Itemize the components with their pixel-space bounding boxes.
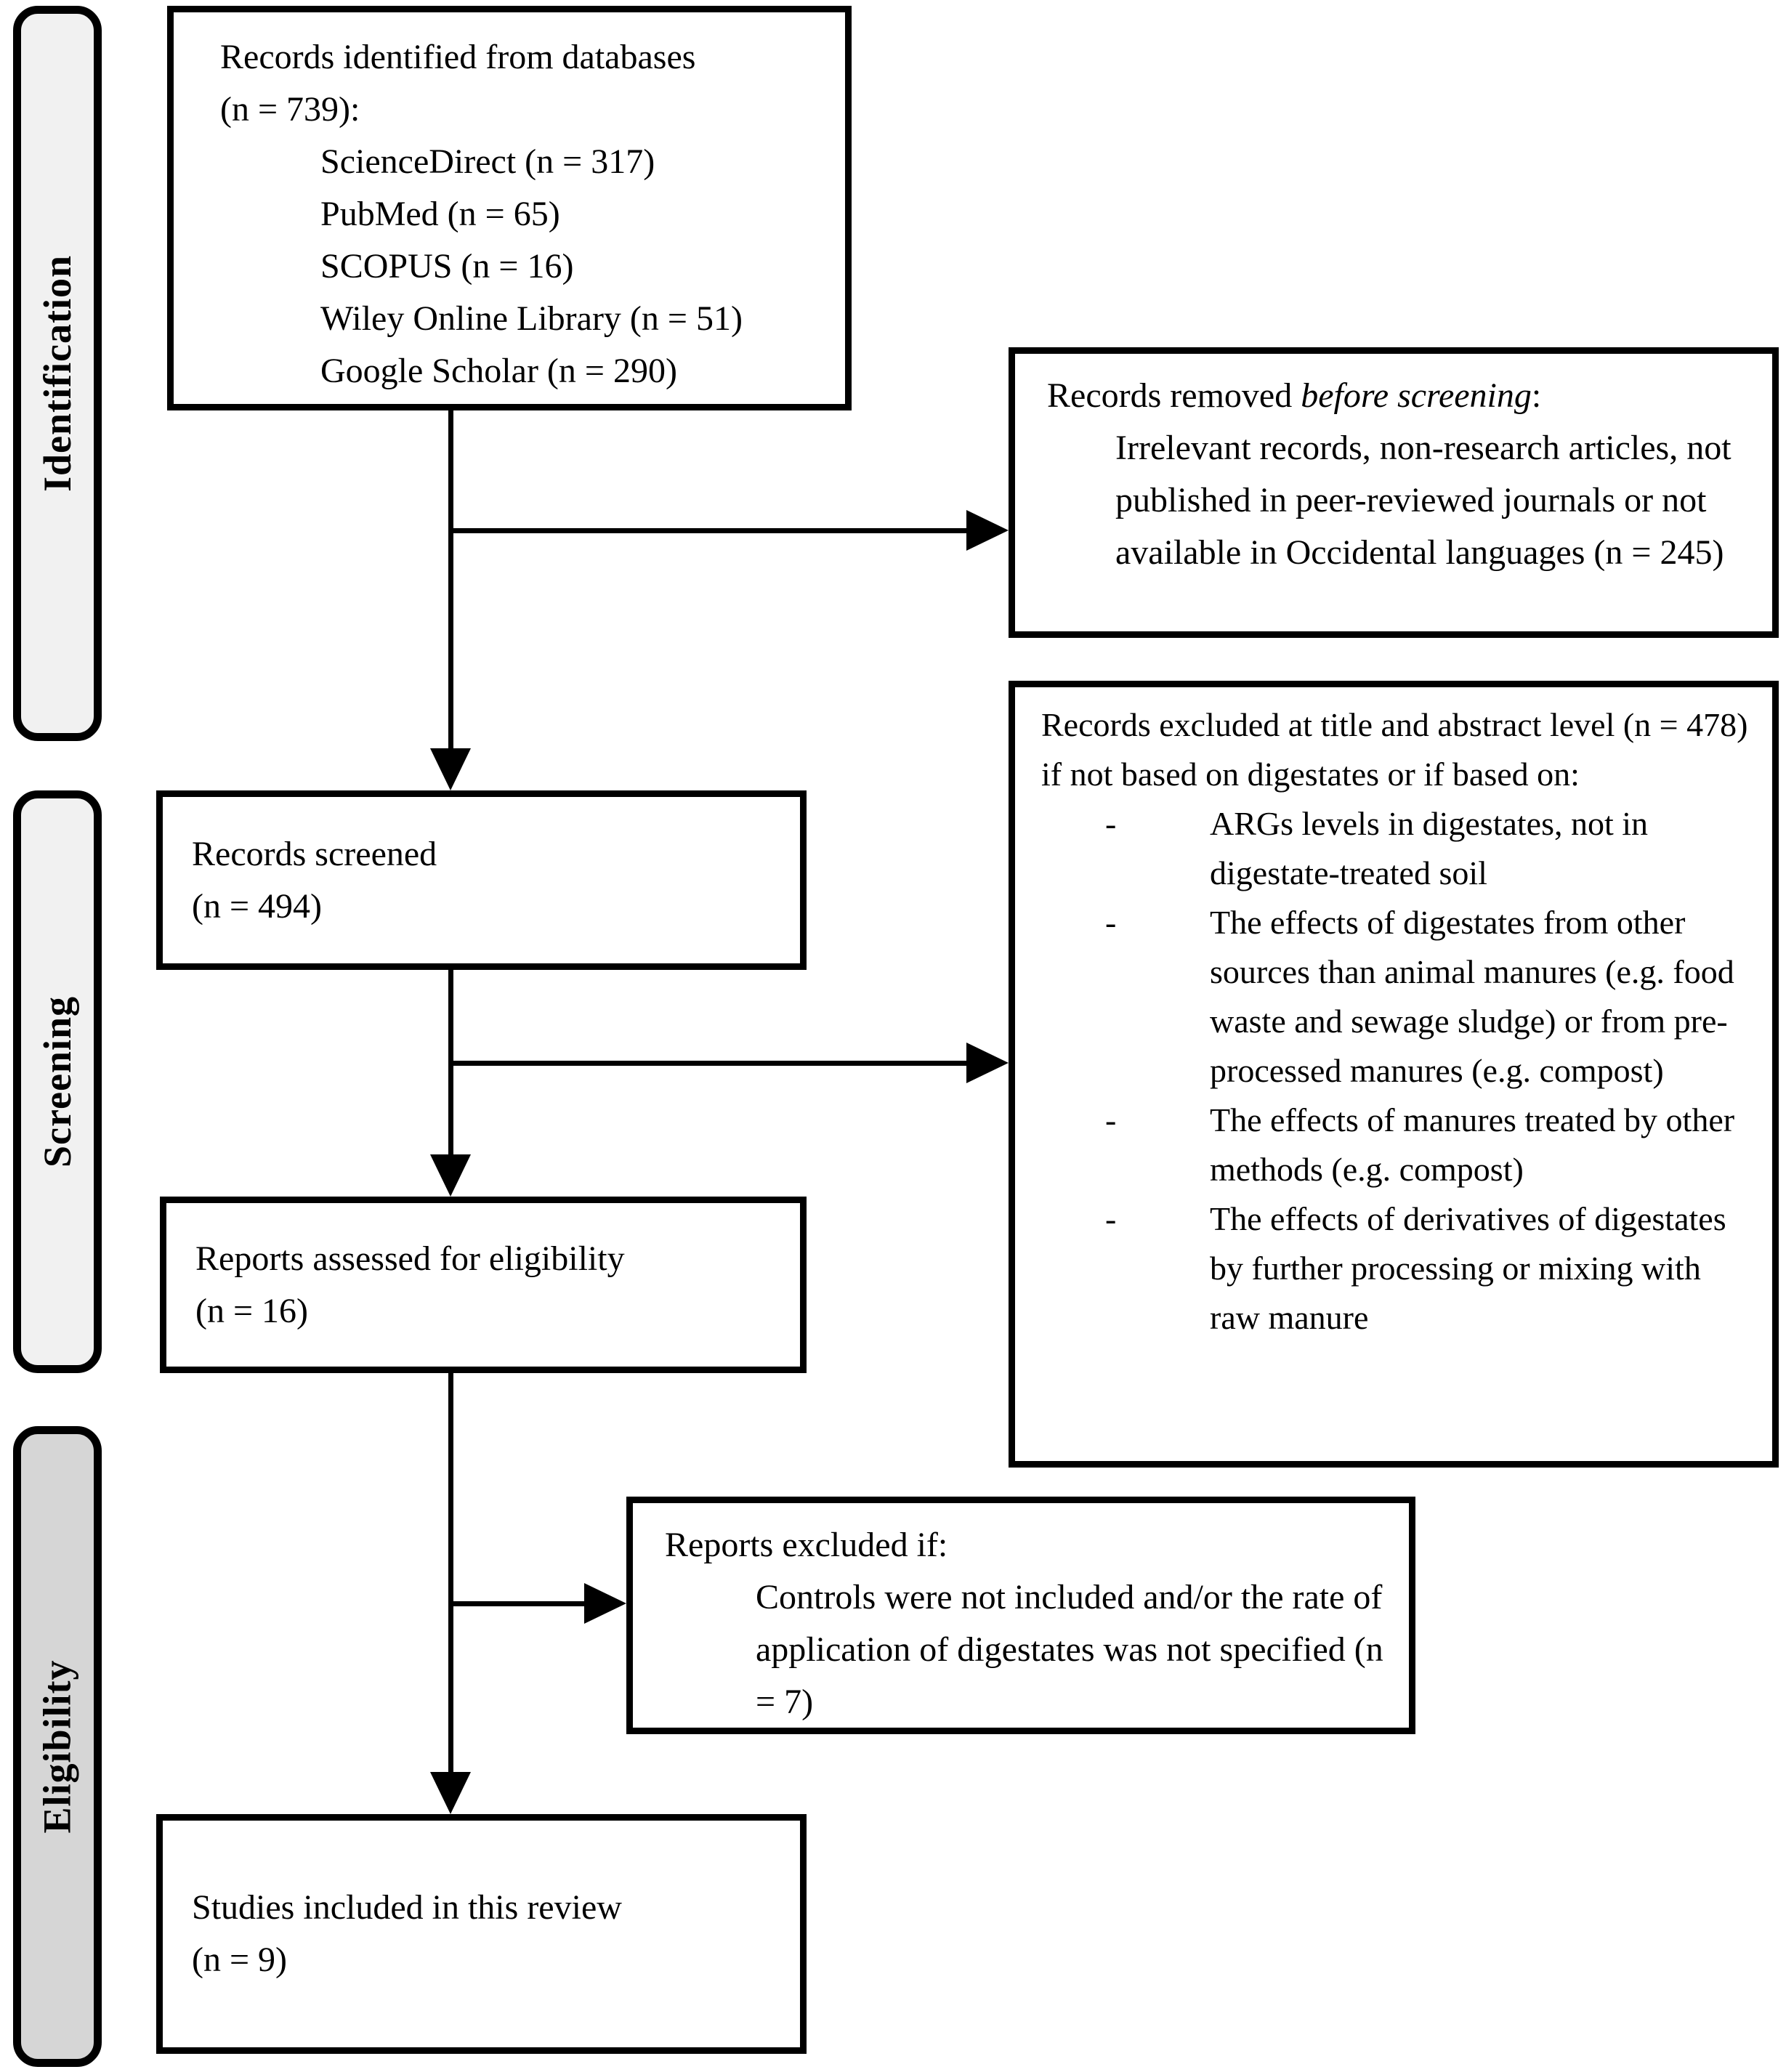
excluded-bullet-text: The effects of manures treated by other …	[1210, 1101, 1735, 1188]
studies-included-line2: (n = 9)	[192, 1941, 288, 1979]
stage-eligibility-label: Eligibility	[36, 1659, 79, 1834]
arrowhead-down-icon	[430, 1772, 471, 1814]
stage-identification: Identification	[13, 6, 102, 741]
database-item: Google Scholar (n = 290)	[320, 352, 677, 390]
reports-assessed-line2: (n = 16)	[195, 1291, 309, 1330]
stage-eligibility: Eligibility	[13, 1426, 102, 2067]
records-screened-line1: Records screened	[192, 834, 437, 873]
records-identified-title-line1: Records identified from databases	[220, 38, 696, 76]
bullet-dash: -	[1105, 904, 1117, 941]
box-records-screened: Records screened (n = 494)	[156, 790, 807, 970]
arrowhead-down-icon	[430, 748, 471, 790]
box-reports-assessed: Reports assessed for eligibility (n = 16…	[160, 1197, 807, 1373]
box-records-removed: Records removed before screening: Irrele…	[1009, 347, 1779, 638]
arrowhead-right-icon	[966, 510, 1009, 551]
connector-to-records-excluded	[450, 1061, 968, 1066]
bullet-dash: -	[1105, 1101, 1117, 1138]
arrowhead-right-icon	[966, 1043, 1009, 1083]
records-removed-title: Records removed before screening:	[1047, 370, 1753, 422]
records-removed-body: Irrelevant records, non-research article…	[1115, 429, 1732, 572]
connector-assessed-to-included	[448, 1373, 453, 1776]
bullet-dash: -	[1105, 805, 1117, 842]
studies-included-line1: Studies included in this review	[192, 1888, 622, 1927]
connector-identified-to-screened	[448, 410, 453, 752]
reports-assessed-line1: Reports assessed for eligibility	[195, 1239, 625, 1278]
excluded-bullet: - The effects of digestates from other s…	[1041, 898, 1756, 1096]
reports-excluded-title: Reports excluded if:	[665, 1526, 948, 1564]
database-item: SCOPUS (n = 16)	[320, 247, 574, 286]
box-records-identified: Records identified from databases (n = 7…	[167, 6, 852, 410]
records-excluded-intro: Records excluded at title and abstract l…	[1041, 706, 1748, 793]
records-removed-title-suffix: :	[1531, 376, 1542, 415]
records-removed-title-prefix: Records removed	[1047, 376, 1301, 415]
records-screened-line2: (n = 494)	[192, 886, 323, 926]
connector-to-records-removed	[450, 528, 968, 533]
database-item: PubMed (n = 65)	[320, 195, 560, 233]
database-list: ScienceDirect (n = 317) PubMed (n = 65) …	[320, 136, 831, 397]
stage-screening: Screening	[13, 790, 102, 1373]
connector-to-reports-excluded	[450, 1601, 586, 1606]
excluded-bullet: - ARGs levels in digestates, not in dige…	[1041, 799, 1756, 898]
box-studies-included: Studies included in this review (n = 9)	[156, 1814, 807, 2054]
excluded-bullet-text: The effects of digestates from other sou…	[1210, 904, 1734, 1089]
box-reports-excluded: Reports excluded if: Controls were not i…	[626, 1497, 1415, 1734]
records-identified-title-line2: (n = 739):	[220, 90, 360, 129]
stage-identification-label: Identification	[36, 254, 80, 493]
records-removed-title-italic: before screening	[1301, 376, 1532, 415]
excluded-bullet: - The effects of derivatives of digestat…	[1041, 1194, 1756, 1343]
stage-screening-label: Screening	[36, 996, 79, 1167]
excluded-bullet-text: The effects of derivatives of digestates…	[1210, 1200, 1726, 1336]
arrowhead-right-icon	[584, 1583, 626, 1624]
database-item: Wiley Online Library (n = 51)	[320, 299, 743, 338]
reports-excluded-body: Controls were not included and/or the ra…	[756, 1578, 1383, 1721]
arrowhead-down-icon	[430, 1154, 471, 1197]
database-item: ScienceDirect (n = 317)	[320, 142, 655, 181]
excluded-bullet-text: ARGs levels in digestates, not in digest…	[1210, 805, 1649, 891]
bullet-dash: -	[1105, 1200, 1117, 1237]
box-records-excluded-title-abstract: Records excluded at title and abstract l…	[1009, 681, 1779, 1468]
excluded-bullet: - The effects of manures treated by othe…	[1041, 1096, 1756, 1194]
